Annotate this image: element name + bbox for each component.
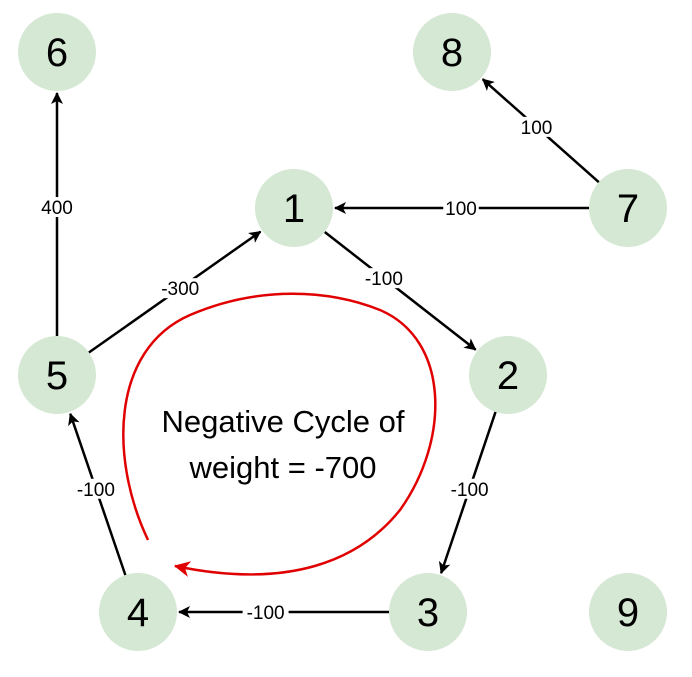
node-label: 2 — [497, 354, 519, 398]
edge-label-background — [446, 478, 493, 499]
node-label: 4 — [127, 591, 149, 635]
node-circle — [413, 13, 491, 91]
node-3: 3 — [389, 573, 467, 651]
node-6: 6 — [18, 13, 96, 91]
node-circle — [99, 573, 177, 651]
node-2: 2 — [469, 336, 547, 414]
node-label: 6 — [46, 31, 68, 75]
node-label: 8 — [441, 31, 463, 75]
node-7: 7 — [589, 169, 667, 247]
negative-cycle-arrow — [122, 292, 437, 577]
edge-weight-2-to-3: -100 — [451, 480, 489, 501]
edge-weight-5-to-6: 400 — [41, 198, 73, 219]
node-label: 9 — [617, 591, 639, 635]
node-1: 1 — [255, 169, 333, 247]
edge-weight-7-to-8: 100 — [521, 118, 553, 139]
edge-1-to-2 — [323, 231, 477, 351]
node-circle — [589, 169, 667, 247]
node-circle — [589, 573, 667, 651]
edge-weight-4-to-5: -100 — [77, 480, 115, 501]
cycle-annotation-line-1: Negative Cycle of — [162, 404, 405, 439]
node-4: 4 — [99, 573, 177, 651]
node-circle — [255, 169, 333, 247]
node-8: 8 — [413, 13, 491, 91]
edge-label-background — [443, 198, 479, 218]
edge-label-background — [72, 478, 119, 499]
nodes-layer: 1 2 3 4 5 6 7 8 9 — [18, 13, 667, 651]
node-circle — [469, 336, 547, 414]
node-5: 5 — [18, 336, 96, 414]
node-circle — [18, 336, 96, 414]
node-label: 5 — [46, 354, 68, 398]
edge-label-background — [242, 602, 289, 622]
edge-weight-1-to-2: -100 — [365, 269, 403, 290]
edge-label-background — [157, 278, 204, 299]
edge-label-background — [360, 268, 407, 289]
node-label: 1 — [283, 187, 305, 231]
edge-weight-7-to-1: 100 — [445, 199, 477, 220]
edge-weight-5-to-1: -300 — [161, 279, 199, 300]
node-circle — [18, 13, 96, 91]
node-label: 7 — [617, 187, 639, 231]
edge-label-background — [518, 116, 555, 137]
cycle-annotation-line-2: weight = -700 — [189, 450, 377, 485]
node-circle — [389, 573, 467, 651]
edge-label-background — [39, 197, 75, 218]
edge-weight-3-to-4: -100 — [247, 603, 285, 624]
edges-layer: -100 -100 -100 -100 -300 400 100 100 — [39, 78, 600, 624]
node-9: 9 — [589, 573, 667, 651]
node-label: 3 — [417, 591, 439, 635]
